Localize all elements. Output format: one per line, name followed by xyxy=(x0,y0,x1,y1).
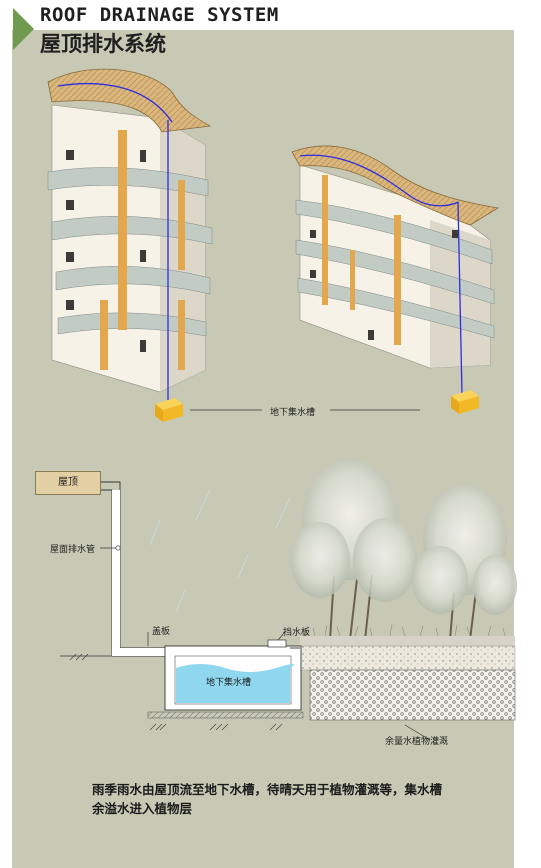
gravel-layer xyxy=(309,669,516,721)
overflow-irrigation-label: 余量水植物灌溉 xyxy=(385,737,449,747)
tank-section-label: 地下集水槽 xyxy=(206,678,252,688)
underground-tank-icon xyxy=(451,390,479,414)
roof-drain-pipe-label: 屋面排水管 xyxy=(50,545,96,555)
water-board-label: 挡水板 xyxy=(283,628,311,638)
underground-tank-icon xyxy=(155,398,183,422)
trees xyxy=(290,460,517,641)
building-right xyxy=(291,145,500,396)
ground-level-label: 盖板 xyxy=(152,627,171,637)
plant-layer xyxy=(300,636,515,646)
soil-layer xyxy=(299,645,516,671)
caption: 雨季雨水由屋顶流至地下水槽，待晴天用于植物灌溉等，集水槽余溢水进入植物层 xyxy=(92,782,443,816)
title-chinese: 屋顶排水系统 xyxy=(40,32,166,56)
title-english: ROOF DRAINAGE SYSTEM xyxy=(40,4,279,26)
building-left xyxy=(47,68,213,400)
title-arrow-icon xyxy=(13,8,34,50)
grass xyxy=(304,623,506,637)
tank-label-top: 地下集水槽 xyxy=(270,408,316,418)
roof-label: 屋顶 xyxy=(35,471,101,495)
